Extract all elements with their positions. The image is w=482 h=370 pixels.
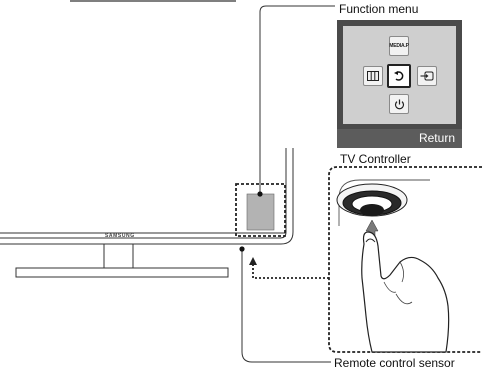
function-menu-leader	[259, 5, 335, 194]
stand-base	[15, 267, 229, 278]
channel-list-icon	[367, 71, 379, 81]
return-key[interactable]	[387, 64, 411, 88]
media-play-key[interactable]: MEDIA.P	[389, 36, 409, 56]
tv-controller-box	[246, 193, 275, 231]
brand-logo: SAMSUNG	[105, 233, 135, 239]
source-key[interactable]	[417, 66, 437, 86]
remote-sensor-leader	[241, 249, 331, 363]
function-menu-dot	[257, 191, 263, 197]
tv-right-bezel-outer	[280, 148, 294, 245]
return-label: Return	[418, 131, 455, 145]
function-menu-label: Function menu	[339, 2, 419, 16]
source-input-icon	[420, 71, 434, 81]
function-menu-keypad: MEDIA.P	[343, 26, 456, 124]
enlarge-arrowhead	[249, 257, 257, 265]
return-bar: Return	[337, 129, 462, 148]
power-key[interactable]	[389, 94, 409, 114]
controller-highlight-dashed	[235, 183, 286, 237]
return-icon	[394, 71, 404, 81]
tv-controller-label: TV Controller	[340, 152, 411, 166]
function-menu-panel: MEDIA.P	[337, 20, 462, 148]
remote-sensor-dot	[239, 246, 245, 252]
joystick-button	[360, 204, 384, 216]
hand-thumb-line	[399, 261, 404, 283]
enlarge-dotted-path	[252, 264, 329, 279]
remote-sensor-label: Remote control sensor	[334, 356, 455, 370]
hand-knuckle-line-2	[395, 293, 413, 305]
channel-list-key[interactable]	[363, 66, 383, 86]
hand-outline	[361, 231, 450, 353]
power-icon	[394, 99, 404, 109]
hand-fingernail	[365, 238, 376, 243]
enlargement-dashed-frame	[328, 166, 482, 353]
hand-knuckle-line-1	[383, 281, 397, 293]
